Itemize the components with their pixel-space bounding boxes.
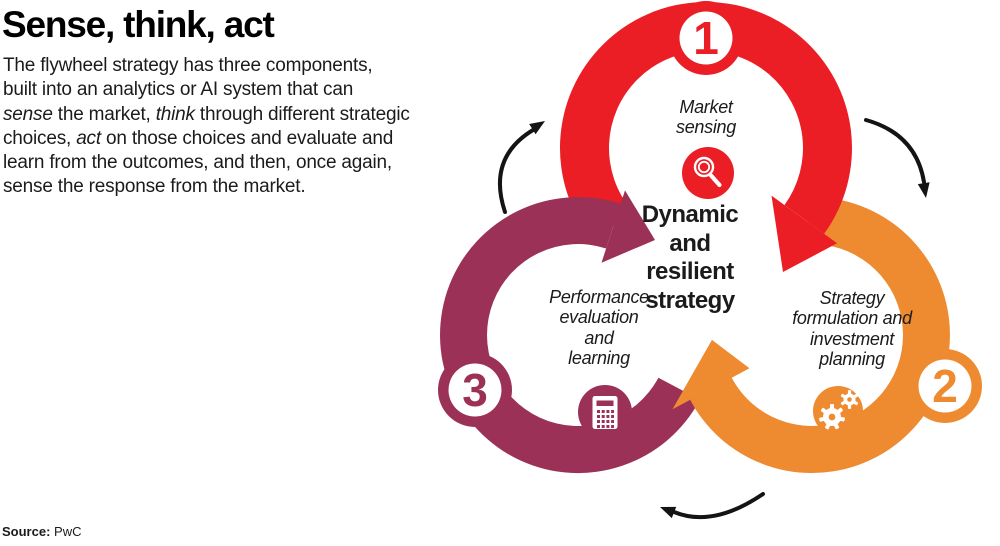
ring-2-overlap-arc [690,377,805,473]
badge-3-disc [448,363,502,417]
gears-icon [813,386,863,436]
ring-1-arc [559,1,852,242]
intro-paragraph: The flywheel strategy has three componen… [3,55,410,198]
ring-3-arrowhead [601,190,655,263]
cycle-arrows [497,118,930,520]
source-value: PwC [54,524,82,539]
ring-1-red: 1 [559,1,852,272]
source-label: Source: [2,524,51,539]
ring-2-overlap-arrowhead [672,340,750,410]
badge-2-number: 2 [932,360,958,412]
ring-2-overlap-segment [672,340,805,473]
arrow-2-to-3 [660,492,765,520]
arrow-1-to-2 [864,118,930,198]
badge-1-number: 1 [693,12,719,64]
badge-3-number: 3 [462,364,488,416]
source-line: Source: PwC [2,524,81,539]
ring-3-purple: 3 [438,190,700,474]
calculator-icon [578,385,632,439]
badge-1-disc [679,11,733,65]
page-title: Sense, think, act [2,4,275,45]
ring-1-arrowhead [771,195,838,272]
arrow-3-to-1 [497,121,545,214]
ring-2-arc [690,197,950,474]
magnifier-icon [682,147,734,199]
badge-2-disc [918,359,972,413]
